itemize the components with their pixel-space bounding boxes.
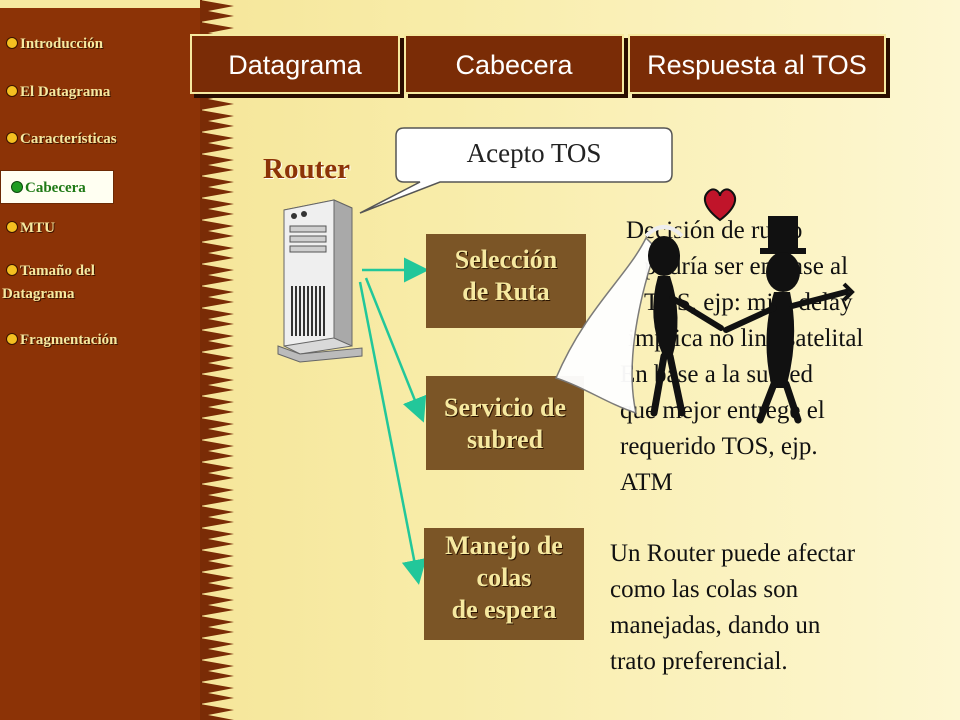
arrow-to-manejo [358,281,427,585]
nav-item-tamano-del-datagrama[interactable]: Tamaño del Datagrama [2,260,95,306]
nav-item-label: MTU [20,220,55,236]
box-line: Manejo de [445,531,563,560]
tab-label: Cabecera [455,50,573,80]
tab-label: Datagrama [228,50,362,80]
sidebar-top-strip [0,0,200,8]
box-manejo-de-colas: Manejo de colas de espera [424,528,584,640]
box-line: colas [476,563,532,592]
nav-item-mtu[interactable]: MTU [6,217,55,240]
tab-label: Respuesta al TOS [647,50,867,80]
box-line: de espera [451,595,557,624]
nav-item-label: Tamaño del [20,263,95,279]
sidebar-nav: Introducción El Datagrama Característica… [0,0,202,720]
tab-respuesta-al-tos[interactable]: Respuesta al TOS [628,34,886,94]
decision-line: requerido TOS, ejp. [620,433,818,460]
box-line: Selección [454,245,558,274]
tab-datagrama[interactable]: Datagrama [190,34,400,94]
router-line: manejadas, dando un [610,612,821,639]
router-line: Un Router puede afectar [610,540,856,567]
bullet-icon [6,264,18,276]
nav-item-cabecera[interactable]: Cabecera [0,170,114,204]
heart-icon [703,188,737,222]
nav-item-fragmentacion[interactable]: Fragmentación [6,329,117,352]
nav-item-introduccion[interactable]: Introducción [6,33,103,56]
nav-item-label: Fragmentación [20,332,118,348]
nav-item-label-line2: Datagrama [2,286,75,302]
bullet-icon [6,333,18,345]
bullet-icon [6,37,18,49]
bullet-icon [6,132,18,144]
box-seleccion-de-ruta: Selección de Ruta [426,234,586,328]
router-label: Router [263,153,350,185]
router-line: como las colas son [610,576,799,603]
nav-item-label: Características [20,131,117,147]
box-line: subred [466,425,544,454]
box-line: de Ruta [462,277,550,306]
nav-item-el-datagrama[interactable]: El Datagrama [6,81,110,104]
nav-item-caracteristicas[interactable]: Características [6,128,117,151]
router-paragraph: Un Router puede afectar como las colas s… [610,536,855,680]
bubble-text: Acepto TOS [466,138,602,168]
nav-item-label: Introducción [20,36,104,52]
wedding-couple-icon [554,216,855,424]
nav-item-label: Cabecera [25,180,86,196]
box-servicio-de-subred: Servicio de subred [426,376,584,470]
bullet-icon [11,181,23,193]
router-line: trato preferencial. [610,648,788,675]
box-line: Servicio de [443,393,567,422]
tab-cabecera[interactable]: Cabecera [404,34,624,94]
arrow-to-servicio [364,277,427,423]
bullet-icon [6,221,18,233]
router-server-icon [277,199,363,363]
bullet-icon [6,85,18,97]
decision-line: ATM [620,469,673,496]
nav-item-label: El Datagrama [20,84,111,100]
